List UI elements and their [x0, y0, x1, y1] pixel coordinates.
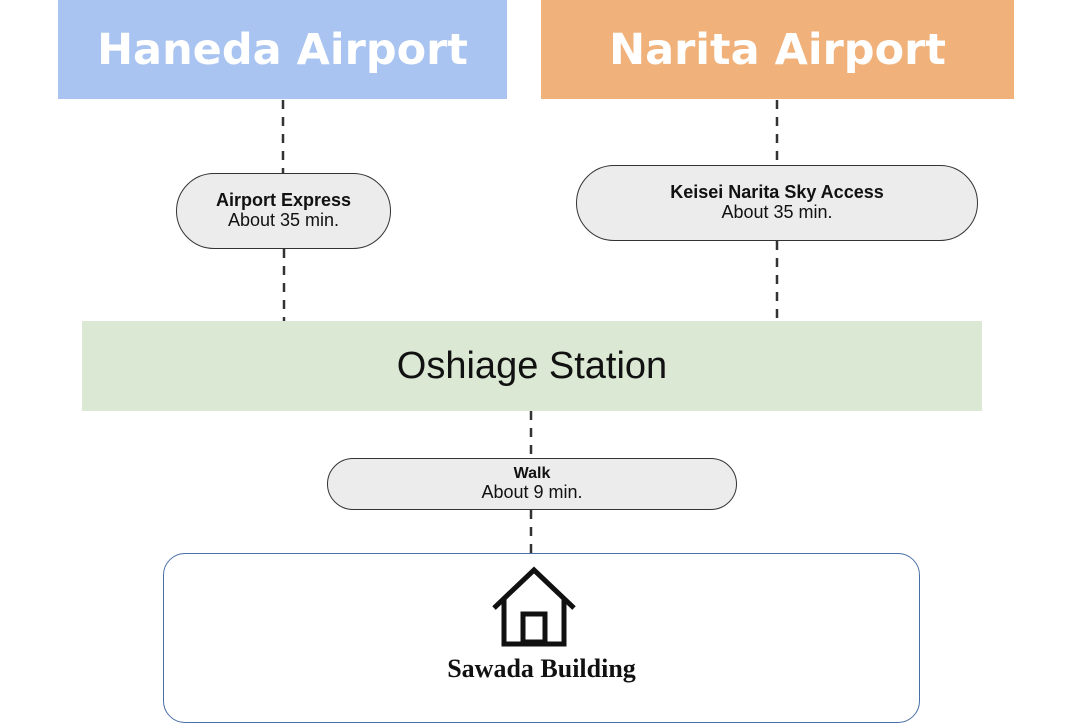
walk-label: Walk [513, 465, 551, 483]
connector-lines [281, 100, 779, 553]
oshiage-station-box: Oshiage Station [82, 321, 982, 411]
airport-express-route: Airport Express About 35 min. [176, 173, 391, 249]
destination-name: Sawada Building [447, 654, 636, 683]
airport-express-label: Airport Express [215, 190, 352, 211]
destination-box: Sawada Building [163, 553, 920, 723]
keisei-sky-access-time: About 35 min. [721, 202, 833, 222]
narita-airport-title: Narita Airport [609, 24, 946, 75]
station-name: Oshiage Station [396, 344, 668, 387]
keisei-sky-access-label: Keisei Narita Sky Access [670, 182, 884, 203]
airport-express-time: About 35 min. [227, 210, 340, 230]
haneda-airport-title: Haneda Airport [97, 24, 468, 75]
haneda-airport-box: Haneda Airport [58, 0, 507, 99]
keisei-sky-access-route: Keisei Narita Sky Access About 35 min. [576, 165, 978, 241]
narita-airport-box: Narita Airport [541, 0, 1014, 99]
walk-route: Walk About 9 min. [327, 458, 737, 510]
house-icon [492, 566, 576, 647]
walk-time: About 9 min. [481, 481, 583, 502]
